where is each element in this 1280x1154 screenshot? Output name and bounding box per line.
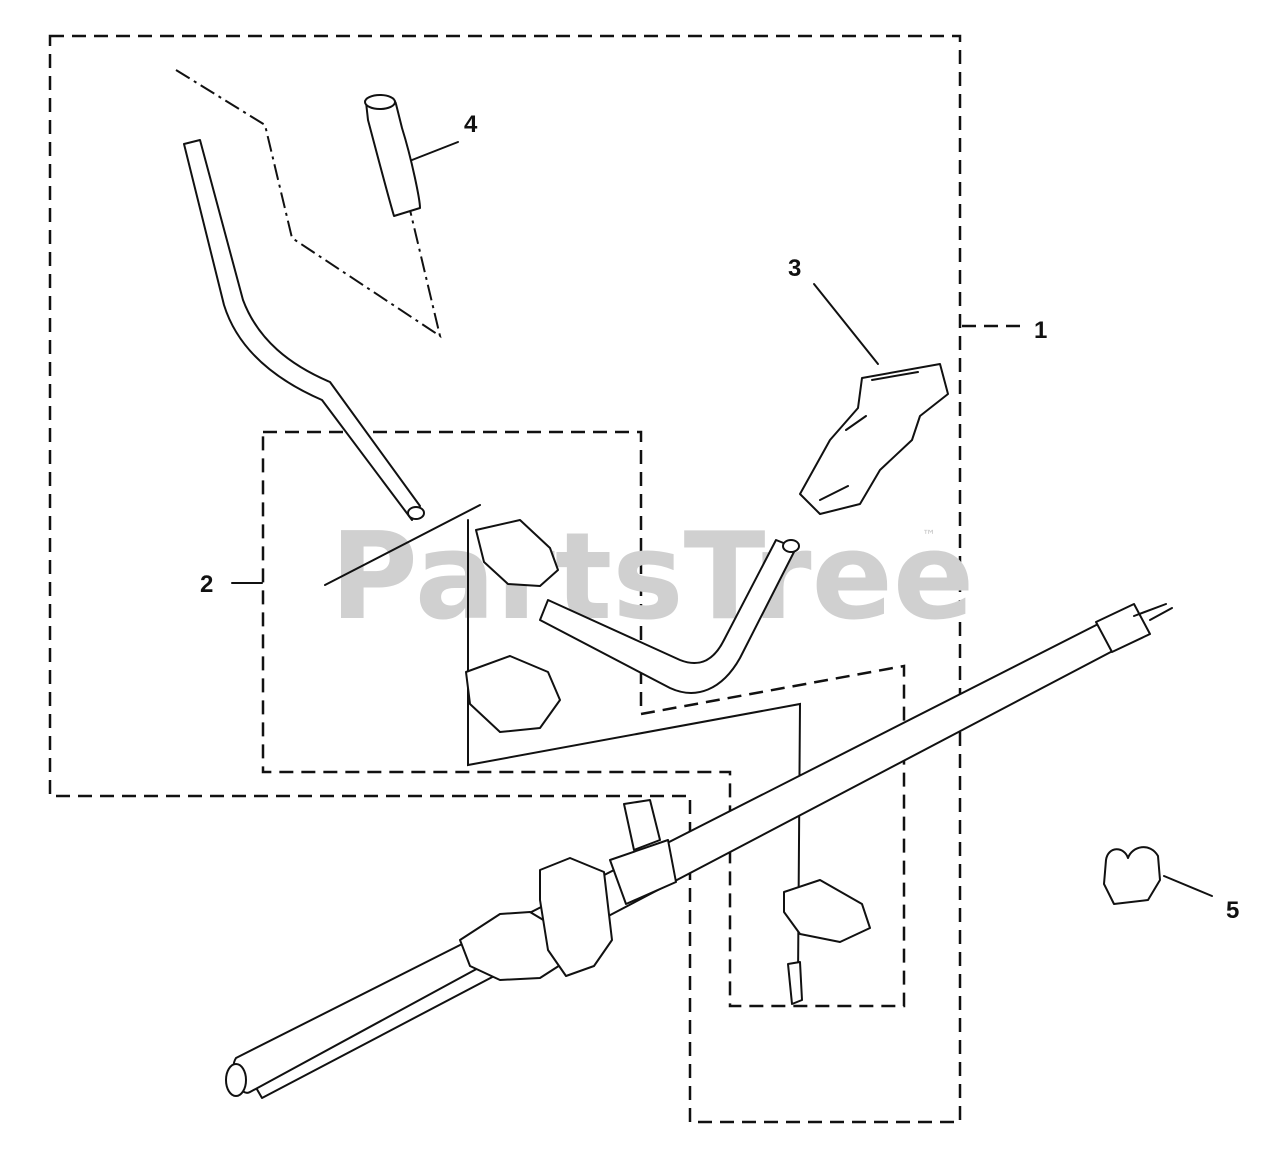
callout-5: 5 xyxy=(1226,897,1239,924)
shaft-lower-housing xyxy=(232,938,486,1094)
callout-2: 2 xyxy=(200,571,213,598)
callout-3: 3 xyxy=(788,255,801,282)
bracket-alignment-line xyxy=(324,504,802,981)
shaft-end-cap xyxy=(225,1063,247,1097)
assembly-1-boundary xyxy=(48,34,962,1124)
callout-4: 4 xyxy=(464,111,478,138)
handle-clamp-upper xyxy=(475,519,559,587)
grip-alignment-line xyxy=(175,69,442,339)
handle-bar-end-right xyxy=(782,539,800,553)
handle-bar-lower xyxy=(539,539,797,694)
leader-4 xyxy=(411,141,459,161)
clip xyxy=(1103,846,1161,905)
callout-1: 1 xyxy=(1034,317,1047,344)
throttle-handle xyxy=(799,363,949,515)
handle-bar-end xyxy=(407,506,425,520)
leader-5 xyxy=(1163,875,1213,897)
handle-bar-tube xyxy=(183,139,421,521)
shaft-flange xyxy=(539,857,613,977)
handle-clamp-lower xyxy=(465,655,561,733)
leader-3 xyxy=(813,283,879,365)
clamp-bolt xyxy=(787,961,803,1005)
assembly-2-boundary xyxy=(261,430,906,1008)
grip-end xyxy=(364,94,396,110)
watermark-text: PartsTree xyxy=(330,508,974,647)
grip xyxy=(365,95,421,217)
shaft-clamp xyxy=(783,879,871,943)
shaft-tip xyxy=(1133,603,1173,621)
shaft-mount-bracket xyxy=(609,839,677,905)
shaft-mount-tab xyxy=(623,799,661,851)
watermark-trademark: ™ xyxy=(922,528,936,544)
throttle-trigger xyxy=(819,371,919,501)
